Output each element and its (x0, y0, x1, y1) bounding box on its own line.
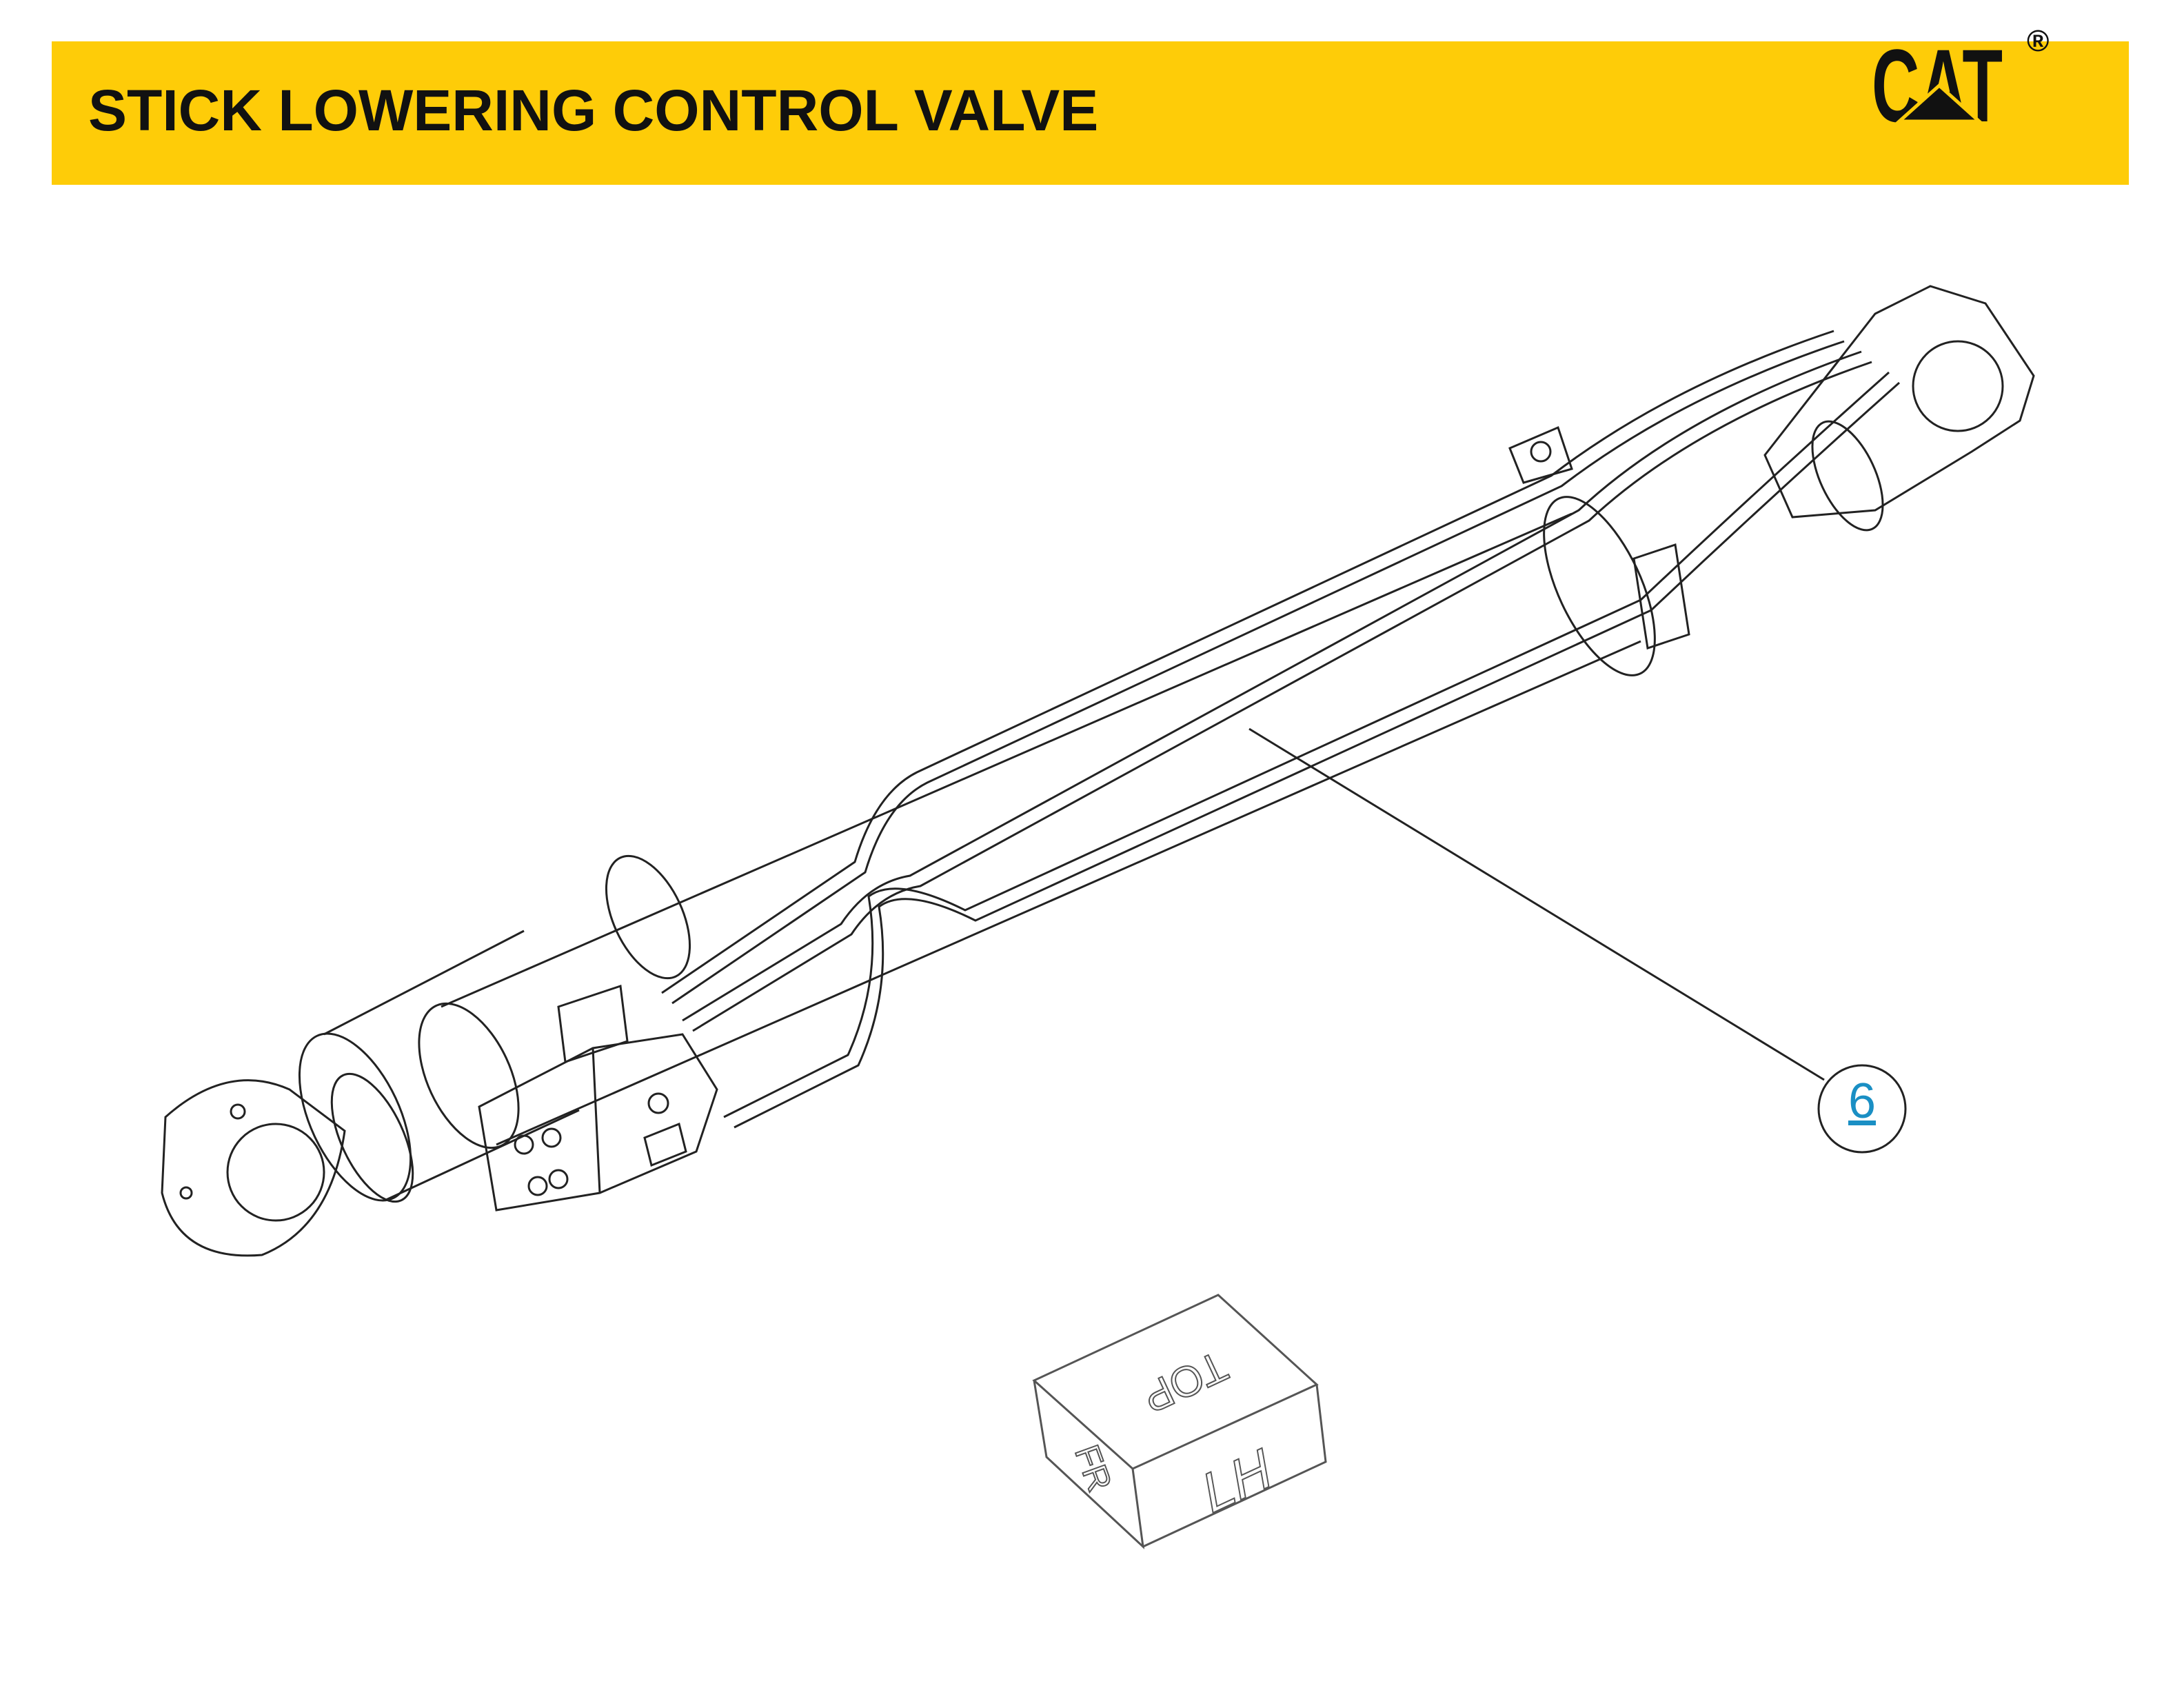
cube-top-label: TOP (1135, 1342, 1235, 1422)
cylinder-barrel (418, 512, 1641, 1149)
callout-6-link[interactable]: 6 (1848, 1074, 1877, 1129)
orientation-cube: TOP FR LH (1032, 1294, 1327, 1549)
cube-front-label: FR (1067, 1440, 1119, 1496)
lowering-control-valve (478, 984, 718, 1212)
registered-mark: ® (2027, 24, 2050, 58)
cube-side-label: LH (1200, 1434, 1275, 1527)
rod-end-right (1763, 285, 2035, 532)
callout-circle (1817, 1064, 1907, 1154)
page-title: STICK LOWERING CONTROL VALVE (88, 78, 1099, 143)
title-banner: STICK LOWERING CONTROL VALVE (52, 41, 2129, 185)
tube-clamp (1508, 425, 1690, 676)
cat-logo: CAT (1872, 28, 2003, 128)
rod-eye-left (161, 1079, 346, 1257)
logo-triangle-icon (1894, 83, 1984, 123)
hydraulic-lines (661, 330, 1900, 1129)
leader-line (1248, 727, 1825, 1081)
cylinder-head (298, 930, 580, 1203)
